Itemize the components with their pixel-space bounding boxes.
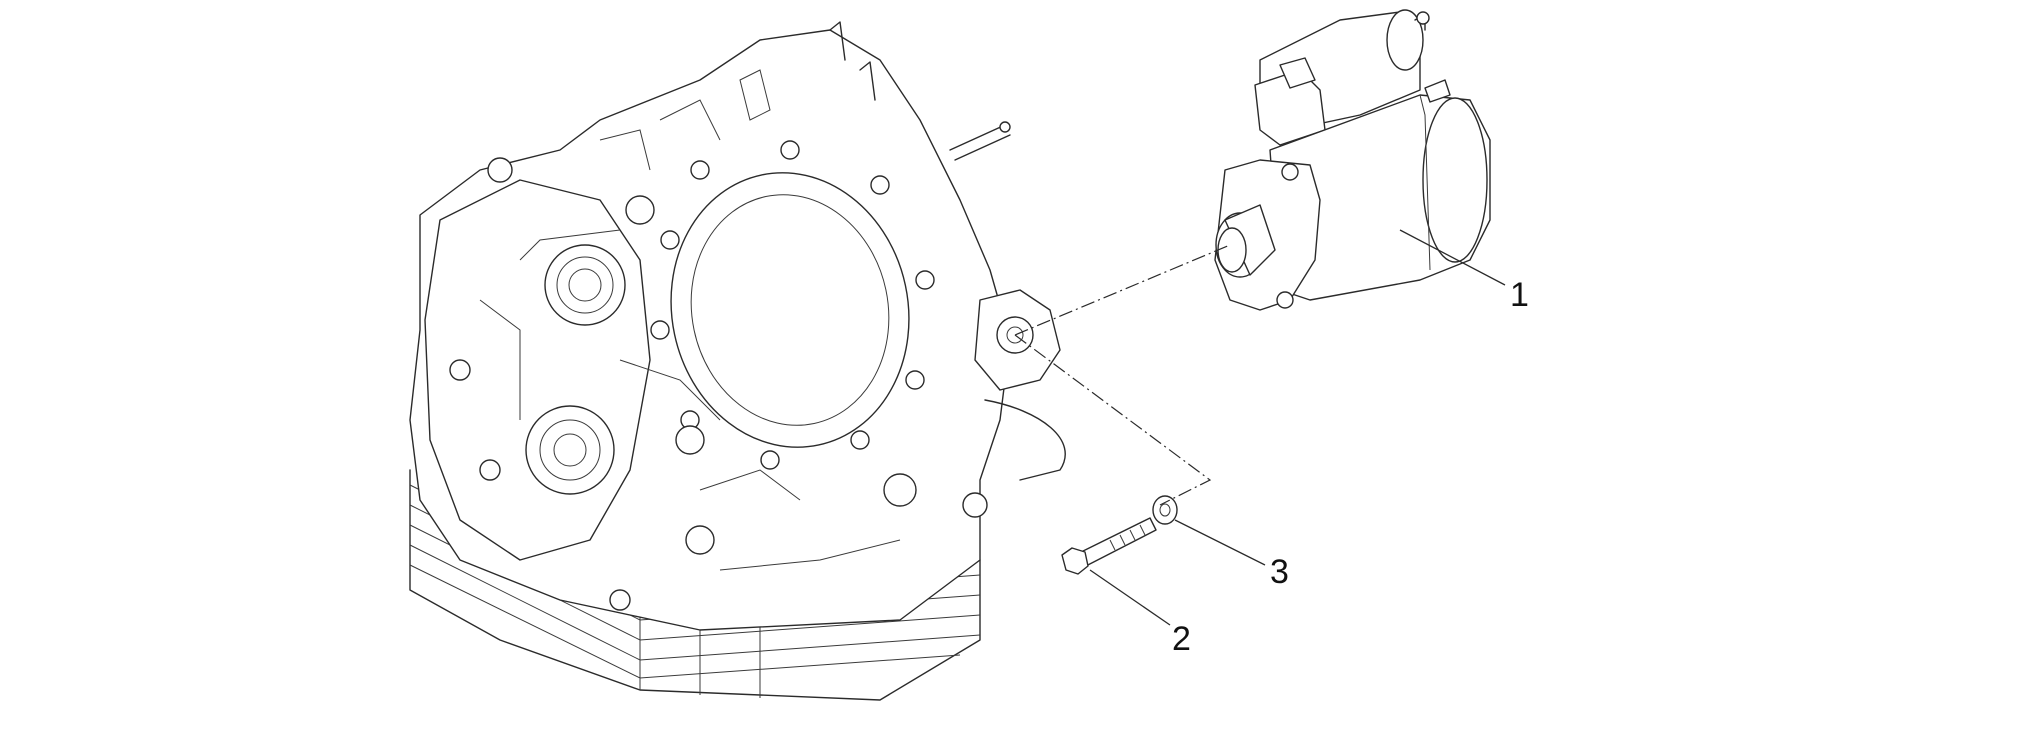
washer [1152, 495, 1178, 525]
assembly-guide-lines [1014, 244, 1231, 506]
cylinder-studs [829, 21, 1011, 161]
bell-bolt-holes [650, 140, 935, 470]
cover-bosses [449, 157, 988, 611]
bell-housing-opening [670, 172, 910, 448]
starter-motor [1214, 9, 1491, 311]
callout-1: 1 [1510, 276, 1529, 314]
callout-3: 3 [1270, 553, 1289, 591]
leader-lines [1089, 229, 1506, 626]
engine-crankcase [409, 21, 1066, 701]
bolt [1061, 517, 1157, 575]
lower-bearing [525, 405, 615, 495]
bolt-head [1061, 547, 1089, 575]
callout-2: 2 [1172, 620, 1191, 658]
